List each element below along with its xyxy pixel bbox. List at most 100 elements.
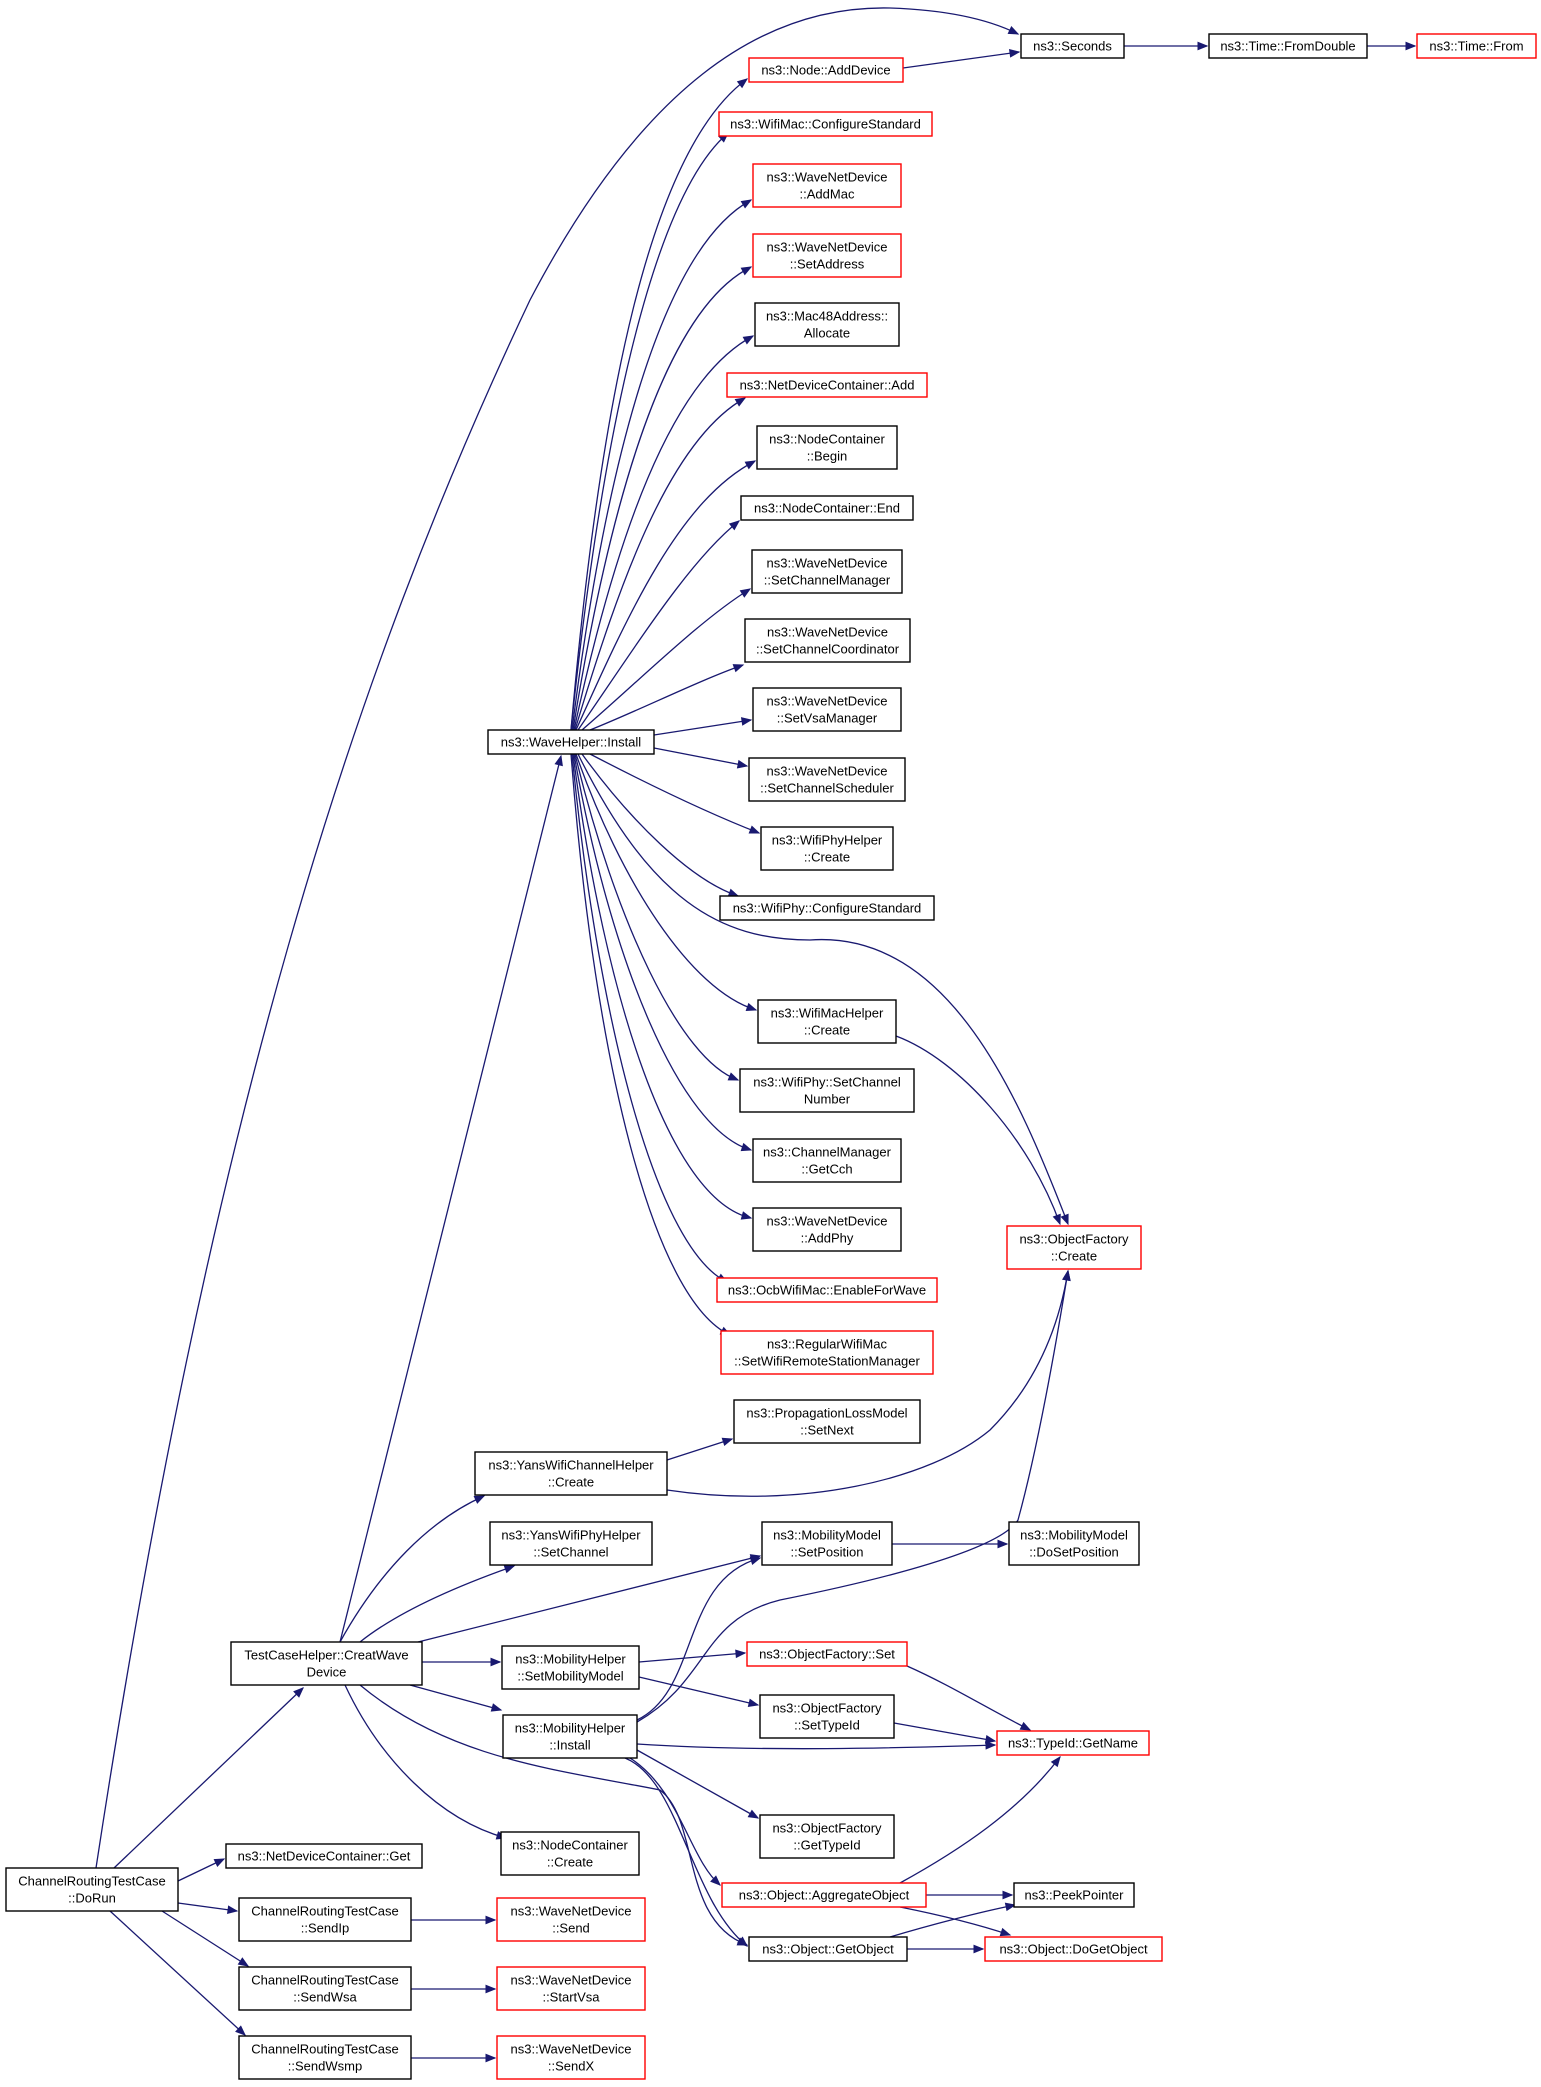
node-box: [238, 1966, 412, 2011]
node-box: [756, 425, 898, 470]
node-sendWsmp[interactable]: ChannelRoutingTestCase::SendWsmp: [238, 2035, 412, 2080]
node-box: [474, 1451, 668, 1496]
arrowhead: [490, 1657, 502, 1667]
node-wndSetCC[interactable]: ns3::WaveNetDevice::SetChannelCoordinato…: [744, 618, 911, 663]
node-macAllocate[interactable]: ns3::Mac48Address::Allocate: [754, 302, 900, 347]
node-mobModelDoSetPos[interactable]: ns3::MobilityModel::DoSetPosition: [1008, 1521, 1140, 1566]
node-mobModelSetPos[interactable]: ns3::MobilityModel::SetPosition: [761, 1521, 893, 1566]
node-yansPhySetCh[interactable]: ns3::YansWifiPhyHelper::SetChannel: [489, 1521, 653, 1566]
node-peekPointer[interactable]: ns3::PeekPointer: [1013, 1882, 1135, 1908]
arrowhead: [213, 1858, 226, 1868]
node-nodeAddDevice[interactable]: ns3::Node::AddDevice: [748, 57, 904, 83]
node-wndSend[interactable]: ns3::WaveNetDevice::Send: [496, 1897, 646, 1942]
node-ncCreate[interactable]: ns3::NodeContainer::Create: [500, 1831, 640, 1876]
node-waveInstall[interactable]: ns3::WaveHelper::Install: [487, 729, 655, 755]
node-doRun[interactable]: ChannelRoutingTestCase::DoRun: [5, 1867, 179, 1912]
arrowhead: [721, 1437, 734, 1447]
node-label: ns3::WifiMacHelper: [771, 1006, 884, 1021]
node-label: ns3::Mac48Address::: [766, 309, 888, 324]
node-objFactGetTypeId[interactable]: ns3::ObjectFactory::GetTypeId: [759, 1814, 895, 1859]
node-wndSetAddress[interactable]: ns3::WaveNetDevice::SetAddress: [752, 233, 902, 278]
node-wndSetVsa[interactable]: ns3::WaveNetDevice::SetVsaManager: [752, 687, 902, 732]
node-box: [757, 999, 897, 1044]
arrowhead: [1060, 1213, 1069, 1226]
node-box: [1008, 1521, 1140, 1566]
node-objFactSetTypeId[interactable]: ns3::ObjectFactory::SetTypeId: [759, 1694, 895, 1739]
node-yansChCreate[interactable]: ns3::YansWifiChannelHelper::Create: [474, 1451, 668, 1496]
node-sendWsa[interactable]: ChannelRoutingTestCase::SendWsa: [238, 1966, 412, 2011]
node-label: ::SetMobilityModel: [517, 1669, 623, 1684]
node-label: ns3::NodeContainer::End: [754, 501, 900, 516]
node-wndAddPhy[interactable]: ns3::WaveNetDevice::AddPhy: [752, 1207, 902, 1252]
node-getObject[interactable]: ns3::Object::GetObject: [748, 1936, 908, 1962]
node-label: ::SetNext: [800, 1423, 854, 1438]
node-ocbEnable[interactable]: ns3::OcbWifiMac::EnableForWave: [716, 1277, 938, 1303]
node-propSetNext[interactable]: ns3::PropagationLossModel::SetNext: [733, 1399, 921, 1444]
node-box: [1416, 33, 1537, 59]
arrowhead: [744, 460, 757, 470]
node-label: ns3::NodeContainer: [512, 1838, 628, 1853]
node-seconds[interactable]: ns3::Seconds: [1020, 33, 1125, 59]
node-mobHelperSetModel[interactable]: ns3::MobilityHelper::SetMobilityModel: [501, 1645, 640, 1690]
node-wifiMacCfg[interactable]: ns3::WifiMac::ConfigureStandard: [718, 111, 933, 137]
node-wifiMacHelperCreate[interactable]: ns3::WifiMacHelper::Create: [757, 999, 897, 1044]
node-wndSetCS[interactable]: ns3::WaveNetDevice::SetChannelScheduler: [748, 757, 906, 802]
node-sendIp[interactable]: ChannelRoutingTestCase::SendIp: [238, 1897, 412, 1942]
node-label: ns3::WaveHelper::Install: [501, 735, 642, 750]
arrowhead: [742, 335, 755, 345]
arrowhead: [710, 1875, 721, 1886]
node-wifiPhyHelperCreate[interactable]: ns3::WifiPhyHelper::Create: [760, 826, 894, 871]
node-label: ::SetWifiRemoteStationManager: [734, 1354, 920, 1369]
node-box: [744, 618, 911, 663]
node-wndSendX[interactable]: ns3::WaveNetDevice::SendX: [496, 2035, 646, 2080]
node-objFactCreate[interactable]: ns3::ObjectFactory::Create: [1006, 1225, 1142, 1270]
node-fromDouble[interactable]: ns3::Time::FromDouble: [1208, 33, 1368, 59]
arrowhead: [973, 1944, 985, 1954]
node-label: ns3::ChannelManager: [763, 1145, 892, 1160]
node-regularMac[interactable]: ns3::RegularWifiMac::SetWifiRemoteStatio…: [720, 1330, 934, 1375]
node-wifiPhyCfg[interactable]: ns3::WifiPhy::ConfigureStandard: [719, 895, 935, 921]
node-box: [740, 495, 914, 521]
node-label: ns3::OcbWifiMac::EnableForWave: [728, 1283, 926, 1298]
node-ndcGet[interactable]: ns3::NetDeviceContainer::Get: [225, 1843, 423, 1869]
arrowhead: [745, 1002, 758, 1012]
arrowhead: [747, 1698, 760, 1708]
node-ncEnd[interactable]: ns3::NodeContainer::End: [740, 495, 914, 521]
edge-aggregateObject-to-typeIdGetName: [899, 1755, 1061, 1884]
edge-doRun-to-ndcGet: [177, 1858, 226, 1882]
node-box: [751, 549, 903, 594]
node-label: ::Create: [804, 1023, 850, 1038]
node-timeFrom[interactable]: ns3::Time::From: [1416, 33, 1537, 59]
arrowhead: [736, 1936, 749, 1947]
edge-mobHelperSetModel-to-objFactSetTypeId: [638, 1676, 760, 1708]
node-label: ::SetChannelCoordinator: [756, 642, 900, 657]
node-label: ::AddMac: [800, 187, 855, 202]
node-aggregateObject[interactable]: ns3::Object::AggregateObject: [721, 1882, 927, 1908]
node-box: [230, 1641, 423, 1686]
node-box: [1020, 33, 1125, 59]
node-cmGetCch[interactable]: ns3::ChannelManager::GetCch: [752, 1138, 902, 1183]
node-wndSetCM[interactable]: ns3::WaveNetDevice::SetChannelManager: [751, 549, 903, 594]
node-wndAddMac[interactable]: ns3::WaveNetDevice::AddMac: [752, 163, 902, 208]
node-doGetObject[interactable]: ns3::Object::DoGetObject: [984, 1936, 1163, 1962]
edge-fromDouble-to-timeFrom: [1367, 41, 1417, 51]
node-ncBegin[interactable]: ns3::NodeContainer::Begin: [756, 425, 898, 470]
node-objFactSet[interactable]: ns3::ObjectFactory::Set: [746, 1641, 908, 1667]
node-label: ::GetTypeId: [793, 1838, 860, 1853]
node-mobHelperInstall[interactable]: ns3::MobilityHelper::Install: [502, 1714, 638, 1759]
node-label: ns3::ObjectFactory: [772, 1701, 882, 1716]
node-label: ::Create: [547, 1855, 593, 1870]
node-ndcAdd[interactable]: ns3::NetDeviceContainer::Add: [726, 372, 928, 398]
node-typeIdGetName[interactable]: ns3::TypeId::GetName: [996, 1730, 1150, 1756]
edge-waveInstall-to-nodeAddDevice: [570, 78, 749, 731]
arrowhead: [1007, 25, 1020, 35]
arrowhead: [748, 825, 761, 834]
node-wndStartVsa[interactable]: ns3::WaveNetDevice::StartVsa: [496, 1966, 646, 2011]
edge-sendIp-to-wndSend: [411, 1915, 497, 1925]
edge-creatWave-to-mobHelperSetModel: [422, 1657, 502, 1667]
node-label: ns3::WaveNetDevice: [767, 170, 888, 185]
arrowhead: [1062, 1269, 1071, 1282]
arrowhead: [1019, 1721, 1032, 1731]
